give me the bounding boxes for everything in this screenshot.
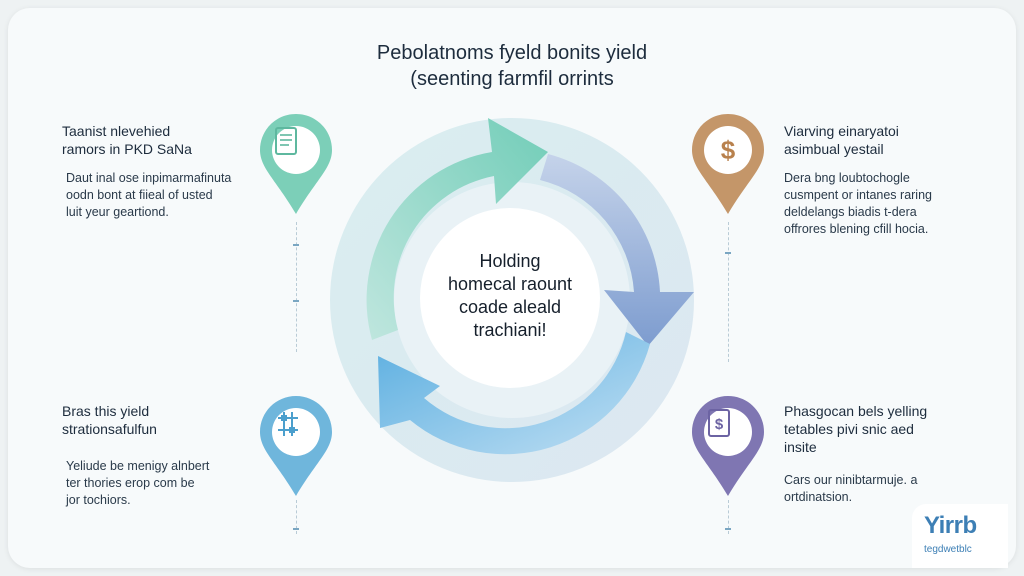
brand-logo-mark: Yirrb [924, 512, 977, 539]
body-line: jor tochiors. [66, 493, 131, 507]
panel-bottom-right-heading: Phasgocan bels yelling tetables pivi sni… [784, 402, 927, 456]
pin-bottom-left [256, 392, 336, 502]
stem-tick [293, 528, 299, 530]
pin-top-right: $ [688, 110, 768, 220]
body-line: Cars our ninibtarmuje. a [784, 473, 918, 487]
brand-logo: Yirrb tegdwetblc [912, 504, 1008, 568]
circuit-icon [272, 408, 320, 456]
heading-line: Phasgocan bels yelling [784, 403, 928, 419]
body-line: deldelangs biadis t-dera [784, 205, 917, 219]
stem-tick [725, 252, 731, 254]
cycle-center-circle [420, 208, 600, 388]
body-line: cusmpent or intanes raring [784, 188, 932, 202]
heading-line: asimbual yestail [784, 141, 884, 157]
brand-logo-subtext: tegdwetblc [924, 544, 972, 555]
stem-tick [293, 244, 299, 246]
pin-bottom-right: $ [688, 392, 768, 502]
heading-line: strationsafulfun [62, 421, 157, 437]
heading-line: ramors in PKD SaNa [62, 141, 192, 157]
heading-line: Viarving einaryatoi [784, 123, 899, 139]
cycle-arrow-periwinkle [540, 154, 694, 346]
body-line: Yeliude be menigy alnbert [66, 459, 210, 473]
stem-top-left [296, 222, 297, 352]
cycle-arrow-blue [378, 332, 650, 455]
body-line: offrores blening cfill hocia. [784, 222, 929, 236]
pin-top-left [256, 110, 336, 220]
cycle-arrow-teal [366, 118, 548, 340]
diagram-title-line-2: (seenting farmfil orrints [410, 68, 614, 90]
heading-line: insite [784, 439, 817, 455]
center-line-2: homecal raount [447, 274, 573, 294]
center-line-1: Holding [479, 251, 541, 271]
panel-bottom-left-heading: Bras this yield strationsafulfun [62, 402, 157, 438]
body-line: ter thories erop com be [66, 476, 195, 490]
body-line: oodn bont at fiieal of usted [66, 188, 213, 202]
panel-bottom-right-body: Cars our ninibtarmuje. a ortdinatsion. [784, 472, 917, 506]
stem-tick [725, 528, 731, 530]
heading-line: Taanist nlevehied [62, 123, 171, 139]
diagram-title-line-1: Pebolatnoms fyeld bonits yield [376, 42, 648, 64]
body-line: Daut inal ose inpimarmafinuta [66, 171, 232, 185]
center-line-4: trachiani! [473, 320, 547, 340]
panel-top-left-body: Daut inal ose inpimarmafinuta oodn bont … [66, 170, 231, 221]
panel-top-right-body: Dera bng loubtochogle cusmpent or intane… [784, 170, 932, 238]
stem-bottom-right [728, 500, 729, 534]
center-line-3: coade aleald [458, 297, 562, 317]
stem-bottom-left [296, 500, 297, 534]
body-line: Dera bng loubtochogle [784, 171, 910, 185]
panel-bottom-left-body: Yeliude be menigy alnbert ter thories er… [66, 458, 209, 509]
dollar-icon: $ [704, 126, 752, 174]
panel-top-left-heading: Taanist nlevehied ramors in PKD SaNa [62, 122, 192, 158]
stem-top-right [728, 222, 729, 362]
heading-line: tetables pivi snic aed [784, 421, 914, 437]
money-document-icon: $ [704, 408, 752, 456]
cycle-center-text: Holding homecal raount coade aleald trac… [420, 250, 600, 342]
heading-line: Bras this yield [62, 403, 150, 419]
panel-top-right-heading: Viarving einaryatoi asimbual yestail [784, 122, 899, 158]
document-icon [272, 126, 320, 174]
body-line: luit yeur geartiond. [66, 205, 169, 219]
stem-tick [293, 300, 299, 302]
body-line: ortdinatsion. [784, 490, 853, 504]
svg-text:$: $ [715, 416, 724, 433]
